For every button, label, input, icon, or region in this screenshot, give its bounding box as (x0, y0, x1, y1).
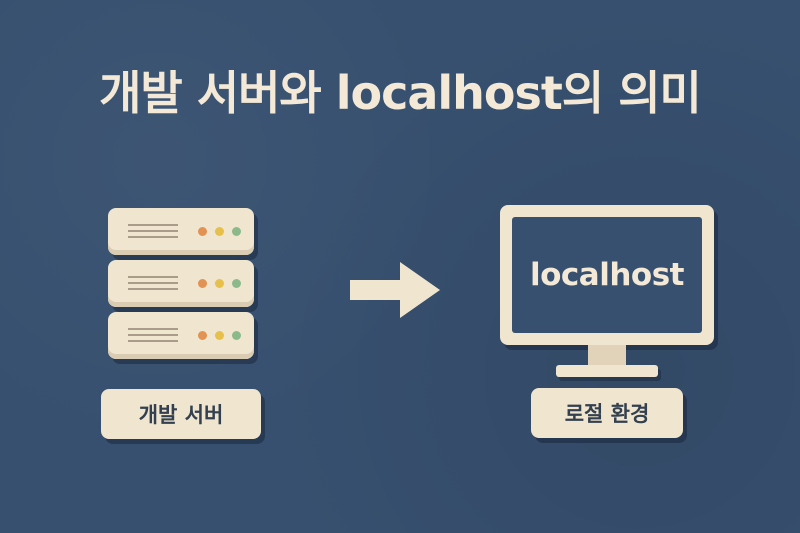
monitor-frame: localhost (500, 205, 714, 345)
status-led-orange (198, 331, 207, 340)
local-environment-label: 로절 환경 (531, 388, 683, 438)
status-led-green (232, 279, 241, 288)
server-unit (108, 260, 254, 307)
status-led-yellow (215, 331, 224, 340)
monitor-stand-neck (588, 345, 626, 367)
status-led-orange (198, 227, 207, 236)
monitor-screen-text: localhost (512, 217, 702, 333)
server-unit (108, 312, 254, 359)
status-led-yellow (215, 227, 224, 236)
status-led-yellow (215, 279, 224, 288)
page-title: 개발 서버와 localhost의 의미 (99, 66, 702, 120)
vent-lines (128, 224, 178, 238)
vent-lines (128, 276, 178, 290)
server-unit (108, 208, 254, 255)
status-led-orange (198, 279, 207, 288)
arrow-right-icon (350, 262, 440, 318)
status-led-green (232, 227, 241, 236)
vent-lines (128, 328, 178, 342)
dev-server-label: 개발 서버 (101, 389, 261, 439)
status-led-green (232, 331, 241, 340)
monitor-stand-base (556, 365, 658, 377)
monitor-icon: localhost (500, 205, 714, 377)
server-rack-icon (108, 208, 254, 360)
